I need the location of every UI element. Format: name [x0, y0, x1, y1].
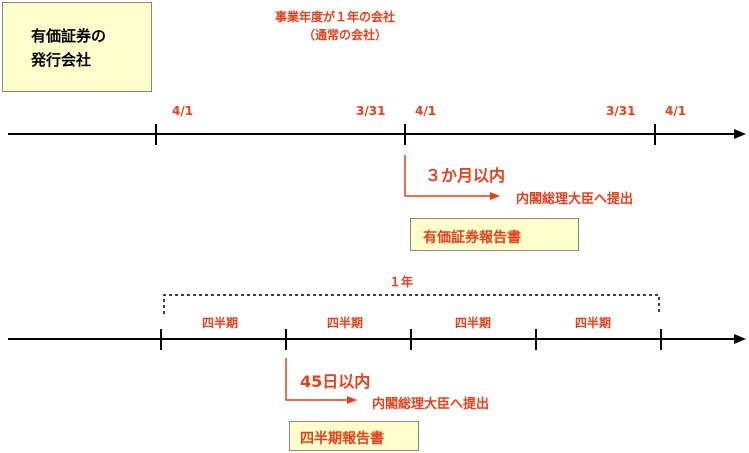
- header-line1: 事業年度が１年の会社: [275, 10, 396, 24]
- timeline2-submit: 内閣総理大臣へ提出: [372, 397, 490, 412]
- quarter-label: 四半期: [327, 316, 364, 330]
- quarter-label: 四半期: [455, 316, 492, 330]
- quarterly-report-box: 四半期報告書: [289, 421, 419, 451]
- securities-report-label: 有価証券報告書: [423, 230, 521, 246]
- date-label: 4/1: [665, 104, 687, 118]
- quarterly-report-label: 四半期報告書: [300, 431, 384, 447]
- header-line2: （通常の会社）: [303, 28, 388, 42]
- year-label: １年: [389, 275, 414, 289]
- issuer-box: 有価証券の 発行会社: [2, 2, 152, 92]
- date-label: 3/31: [606, 104, 636, 118]
- securities-report-box: 有価証券報告書: [410, 218, 579, 251]
- issuer-label-line1: 有価証券の: [31, 27, 107, 45]
- timeline2-deadline-arrow: [285, 358, 357, 404]
- quarter-label: 四半期: [202, 316, 239, 330]
- timeline1-submit: 内閣総理大臣へ提出: [516, 192, 634, 207]
- timeline1-deadline-arrow: [404, 155, 500, 200]
- date-label: 3/31: [356, 104, 386, 118]
- quarter-label: 四半期: [575, 316, 612, 330]
- issuer-label-line2: 発行会社: [31, 51, 92, 69]
- timeline1-deadline: ３か月以内: [425, 166, 506, 185]
- timeline2-deadline: 45日以内: [300, 372, 371, 391]
- date-label: 4/1: [172, 104, 194, 118]
- year-bracket: [163, 294, 660, 314]
- date-label: 4/1: [415, 104, 437, 118]
